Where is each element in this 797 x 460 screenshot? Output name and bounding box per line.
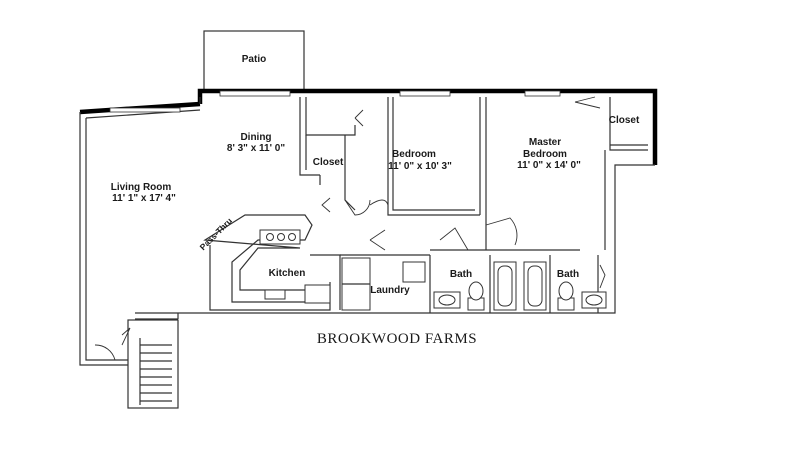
- master-bedroom-label-2: Bedroom: [523, 149, 567, 160]
- bath-2-fixtures: [523, 261, 607, 311]
- bath-1-fixtures: [433, 261, 517, 311]
- master-bedroom-label-1: Master: [529, 137, 561, 148]
- bedroom-size: 11' 0" x 10' 3": [388, 161, 452, 172]
- bedroom-label: Bedroom: [392, 149, 436, 160]
- kitchen-label: Kitchen: [269, 268, 306, 279]
- closet-2-label: Closet: [609, 115, 640, 126]
- closet-1-label: Closet: [313, 157, 344, 168]
- dining-label: Dining: [240, 132, 271, 143]
- exterior-wall: [79, 88, 658, 165]
- stairs: [139, 338, 172, 405]
- walls: [79, 97, 655, 409]
- patio-label: Patio: [242, 54, 266, 65]
- property-title: BROOKWOOD FARMS: [317, 331, 477, 347]
- living-room-size: 11' 1" x 17' 4": [112, 193, 176, 204]
- master-bedroom-size: 11' 0" x 14' 0": [517, 160, 581, 171]
- windows: [109, 90, 561, 113]
- bath-2-label: Bath: [557, 269, 579, 280]
- laundry-label: Laundry: [370, 285, 410, 296]
- pass-thru-label: Pass-Thru: [198, 216, 234, 252]
- kitchen-counters: [203, 214, 331, 311]
- doors: [94, 96, 606, 361]
- living-room-label: Living Room: [111, 182, 172, 193]
- dining-size: 8' 3" x 11' 0": [227, 143, 285, 154]
- laundry-fixtures: [341, 257, 426, 311]
- bath-1-label: Bath: [450, 269, 472, 280]
